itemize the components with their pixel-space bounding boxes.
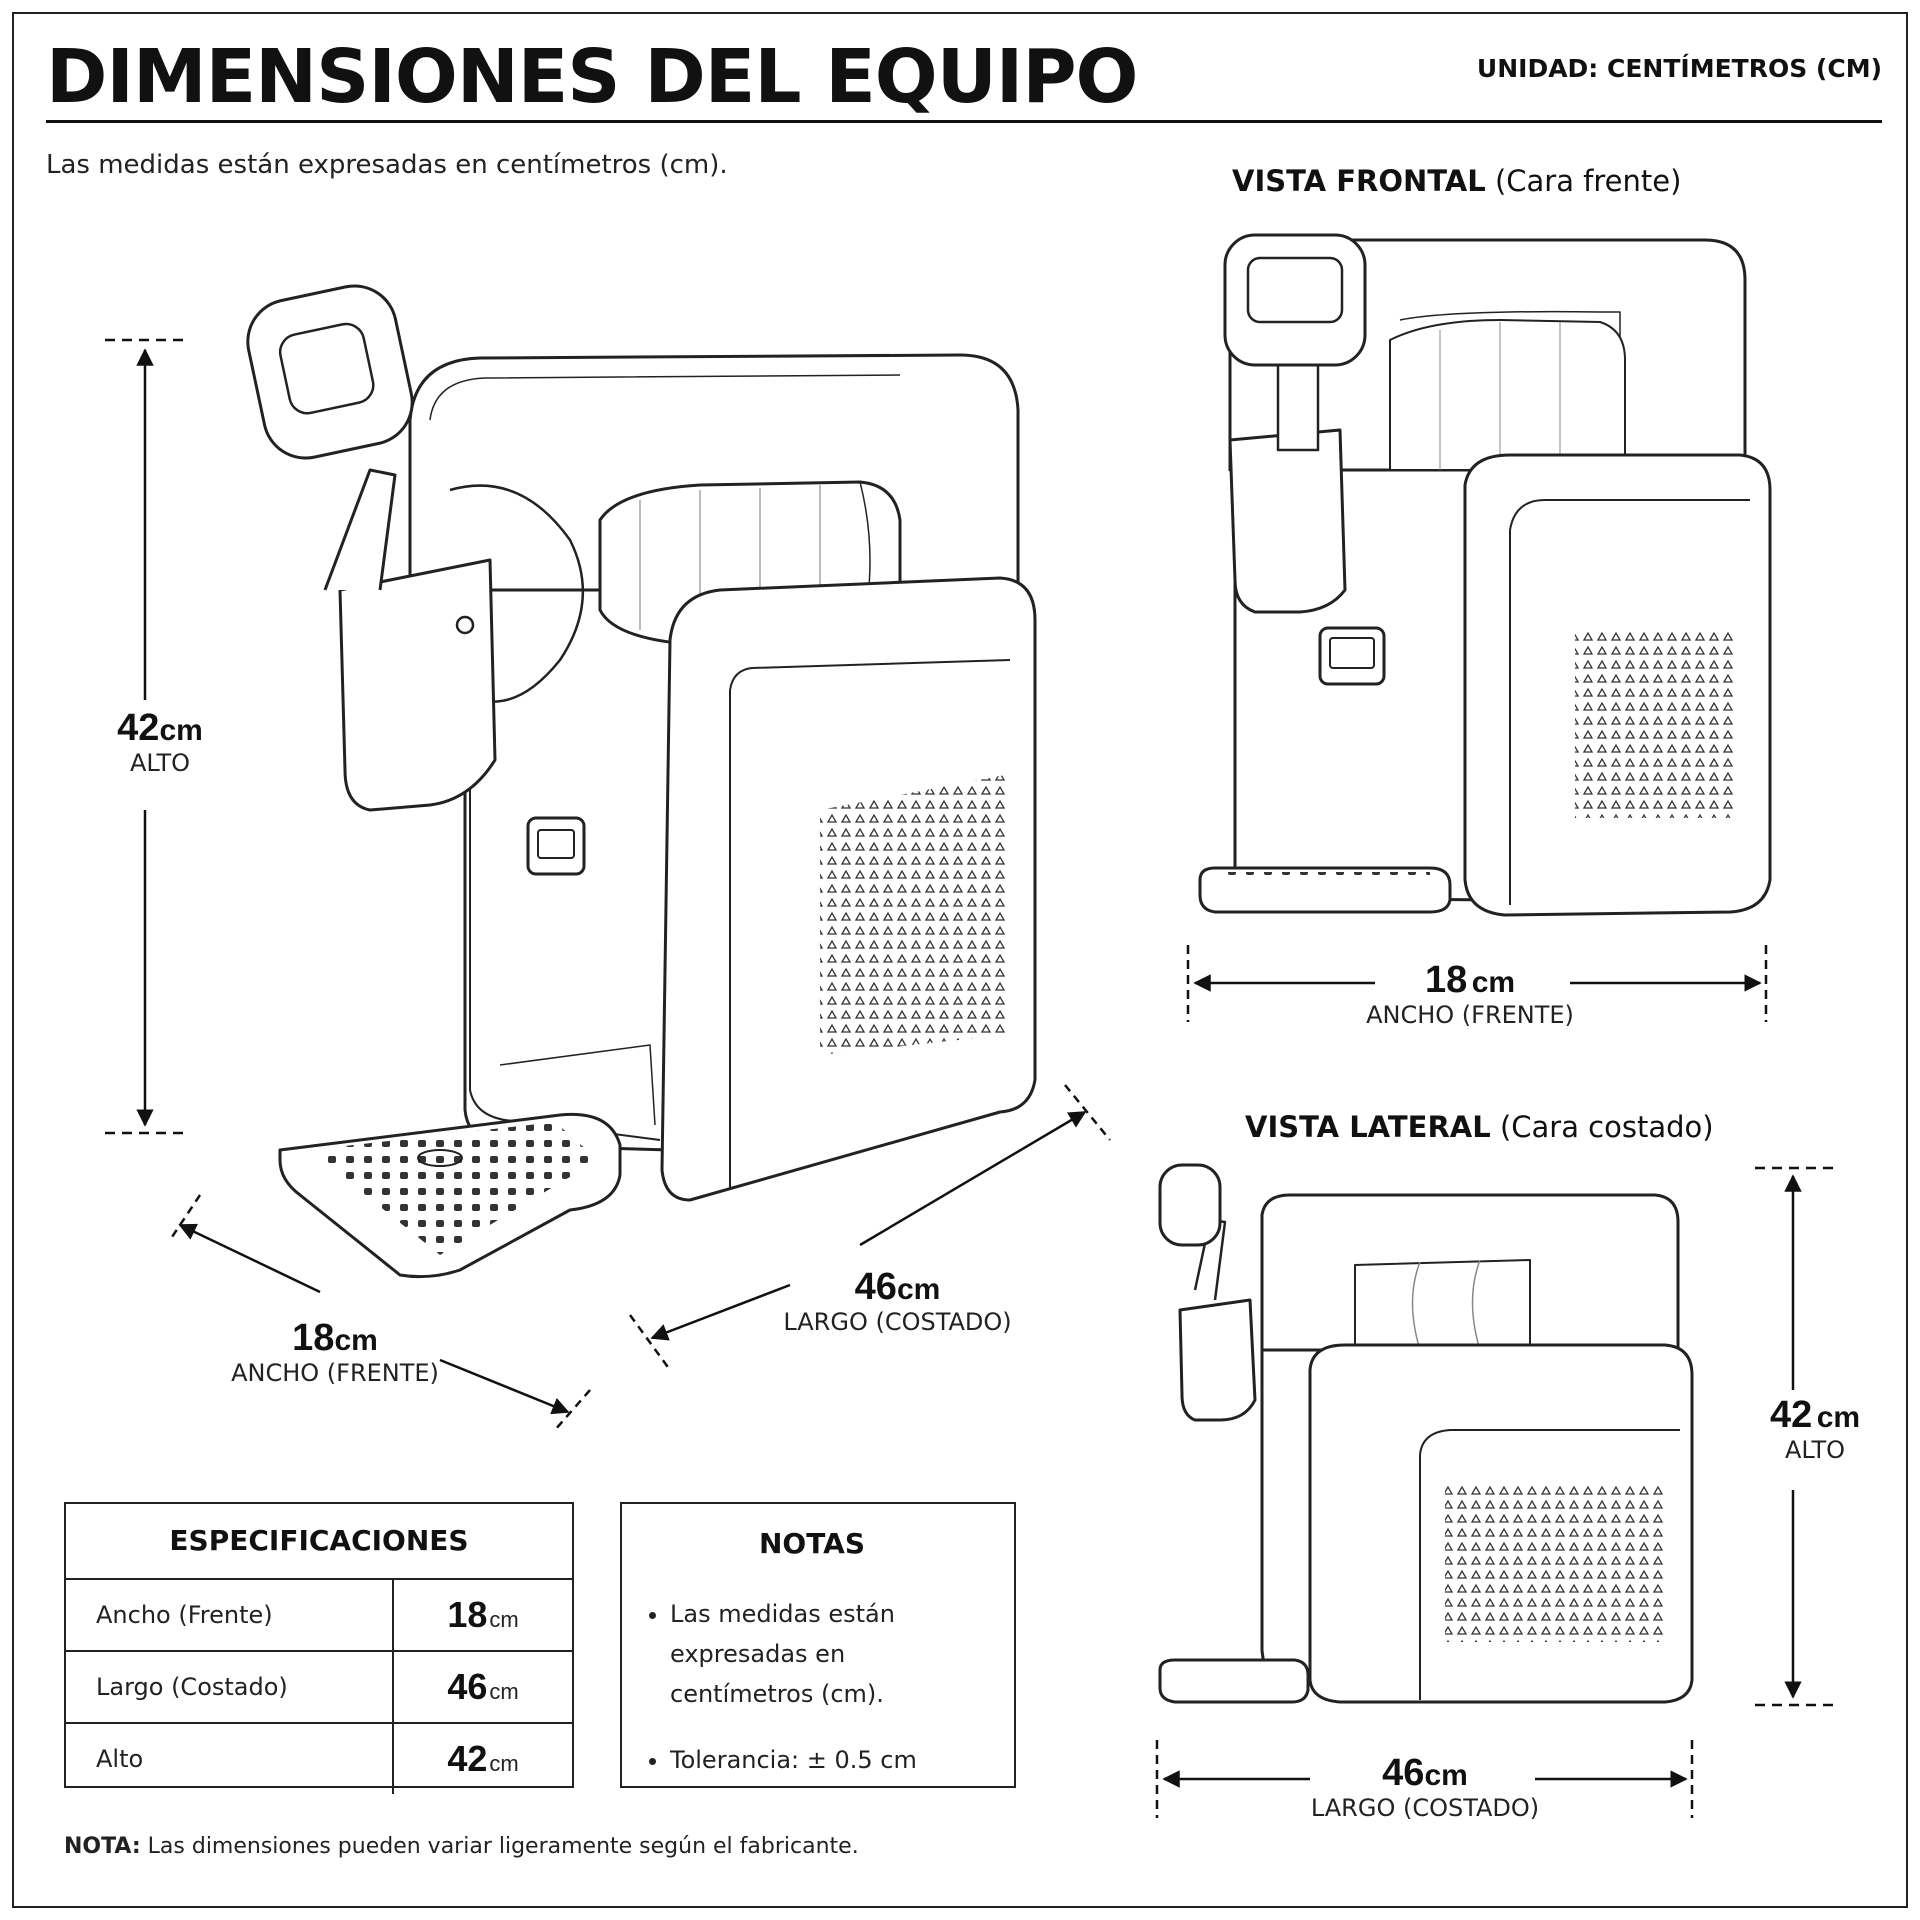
side-length-unit: cm bbox=[1424, 1759, 1468, 1792]
front-view-title-rest: (Cara frente) bbox=[1494, 164, 1682, 198]
list-item: Las medidas están expresadas en centímet… bbox=[670, 1594, 990, 1714]
front-view-title-bold: VISTA FRONTAL bbox=[1232, 164, 1486, 198]
tap-handle bbox=[246, 284, 414, 460]
main-height-label: 42cm ALTO bbox=[100, 707, 220, 777]
specifications-title: ESPECIFICACIONES bbox=[169, 1524, 469, 1557]
side-height-dimension bbox=[1755, 1166, 1835, 1707]
notes-title: NOTAS bbox=[759, 1527, 865, 1560]
main-width-unit: cm bbox=[334, 1324, 378, 1357]
main-length-unit: cm bbox=[896, 1273, 941, 1306]
footer-note: NOTA: Las dimensiones pueden variar lige… bbox=[64, 1834, 859, 1859]
side-drip-tray bbox=[1158, 1658, 1310, 1704]
unit-note: UNIDAD: CENTÍMETROS (CM) bbox=[1476, 54, 1882, 83]
specifications-box: ESPECIFICACIONES Ancho (Frente) 18cm Lar… bbox=[64, 1502, 574, 1794]
spec-label: Ancho (Frente) bbox=[66, 1578, 394, 1651]
header-rule bbox=[46, 120, 1882, 123]
front-view-button bbox=[1318, 626, 1386, 686]
main-length-dimension bbox=[628, 1084, 1111, 1371]
side-view-title-bold: VISTA LATERAL bbox=[1245, 1110, 1491, 1144]
side-length-label: 46cm LARGO (COSTADO) bbox=[1290, 1752, 1560, 1822]
main-length-label: 46cm LARGO (COSTADO) bbox=[765, 1266, 1030, 1336]
main-width-label: 18cm ANCHO (FRENTE) bbox=[205, 1317, 465, 1387]
main-height-value: 42 bbox=[117, 707, 160, 749]
spec-unit: cm bbox=[489, 1607, 519, 1632]
page-title: DIMENSIONES DEL EQUIPO bbox=[46, 34, 1138, 120]
side-tap-housing bbox=[1178, 1298, 1257, 1422]
side-height-value: 42 bbox=[1769, 1394, 1813, 1436]
table-row: Alto 42cm bbox=[66, 1722, 572, 1794]
specifications-table: Ancho (Frente) 18cm Largo (Costado) 46cm… bbox=[66, 1578, 572, 1794]
footer-note-text: Las dimensiones pueden variar ligerament… bbox=[147, 1834, 859, 1859]
front-view-title: VISTA FRONTAL (Cara frente) bbox=[1232, 164, 1681, 198]
front-view-drawing bbox=[1198, 233, 1772, 917]
front-vent-grille bbox=[1575, 628, 1735, 818]
notes-list: Las medidas están expresadas en centímet… bbox=[634, 1594, 990, 1780]
spec-value: 46 bbox=[447, 1666, 488, 1707]
front-button bbox=[526, 816, 586, 876]
main-height-dimension bbox=[105, 338, 190, 1135]
front-width-dimension bbox=[1186, 945, 1768, 1022]
side-length-caption: LARGO (COSTADO) bbox=[1310, 1793, 1540, 1822]
spec-label: Largo (Costado) bbox=[66, 1650, 394, 1723]
notes-box: NOTAS Las medidas están expresadas en ce… bbox=[620, 1502, 1016, 1788]
side-vent-grille-2 bbox=[1445, 1482, 1665, 1642]
side-height-label: 42 cm ALTO bbox=[1740, 1394, 1890, 1464]
front-width-value: 18 bbox=[1424, 959, 1468, 1001]
front-width-unit: cm bbox=[1471, 966, 1516, 999]
front-tap-handle bbox=[1223, 233, 1367, 367]
footer-note-label: NOTA: bbox=[64, 1834, 141, 1859]
table-row: Largo (Costado) 46cm bbox=[66, 1650, 572, 1723]
main-height-unit: cm bbox=[159, 714, 203, 747]
side-length-dimension bbox=[1155, 1740, 1694, 1818]
side-view-title-rest: (Cara costado) bbox=[1499, 1110, 1714, 1144]
side-height-caption: ALTO bbox=[1784, 1435, 1846, 1464]
intro-text: Las medidas están expresadas en centímet… bbox=[46, 150, 728, 180]
spec-unit: cm bbox=[489, 1679, 519, 1704]
spec-value-cell: 46cm bbox=[393, 1650, 572, 1723]
side-view-drawing bbox=[1158, 1163, 1694, 1704]
isometric-machine-drawing bbox=[246, 284, 1037, 1279]
spec-unit: cm bbox=[489, 1751, 519, 1776]
spec-value-cell: 42cm bbox=[393, 1722, 572, 1794]
main-length-caption: LARGO (COSTADO) bbox=[783, 1307, 1012, 1336]
spec-value: 42 bbox=[447, 1738, 488, 1779]
main-height-caption: ALTO bbox=[129, 748, 191, 777]
front-width-label: 18 cm ANCHO (FRENTE) bbox=[1340, 959, 1600, 1029]
side-vent-grille bbox=[820, 775, 1005, 1055]
spec-value-cell: 18cm bbox=[393, 1578, 572, 1651]
side-tap-handle bbox=[1158, 1163, 1222, 1247]
main-length-value: 46 bbox=[854, 1266, 897, 1308]
side-view-title: VISTA LATERAL (Cara costado) bbox=[1245, 1110, 1714, 1144]
main-width-dimension bbox=[168, 1194, 591, 1431]
front-tap-housing bbox=[1228, 428, 1347, 614]
spec-label: Alto bbox=[66, 1722, 394, 1794]
front-width-caption: ANCHO (FRENTE) bbox=[1366, 1000, 1574, 1029]
list-item: Tolerancia: ± 0.5 cm bbox=[670, 1740, 990, 1780]
page-frame bbox=[12, 12, 1908, 1908]
side-height-unit: cm bbox=[1816, 1401, 1861, 1434]
main-width-value: 18 bbox=[292, 1317, 335, 1359]
table-row: Ancho (Frente) 18cm bbox=[66, 1578, 572, 1651]
main-width-caption: ANCHO (FRENTE) bbox=[231, 1358, 439, 1387]
spec-value: 18 bbox=[447, 1594, 488, 1635]
tap-housing bbox=[338, 558, 497, 812]
side-length-value: 46 bbox=[1382, 1752, 1425, 1794]
